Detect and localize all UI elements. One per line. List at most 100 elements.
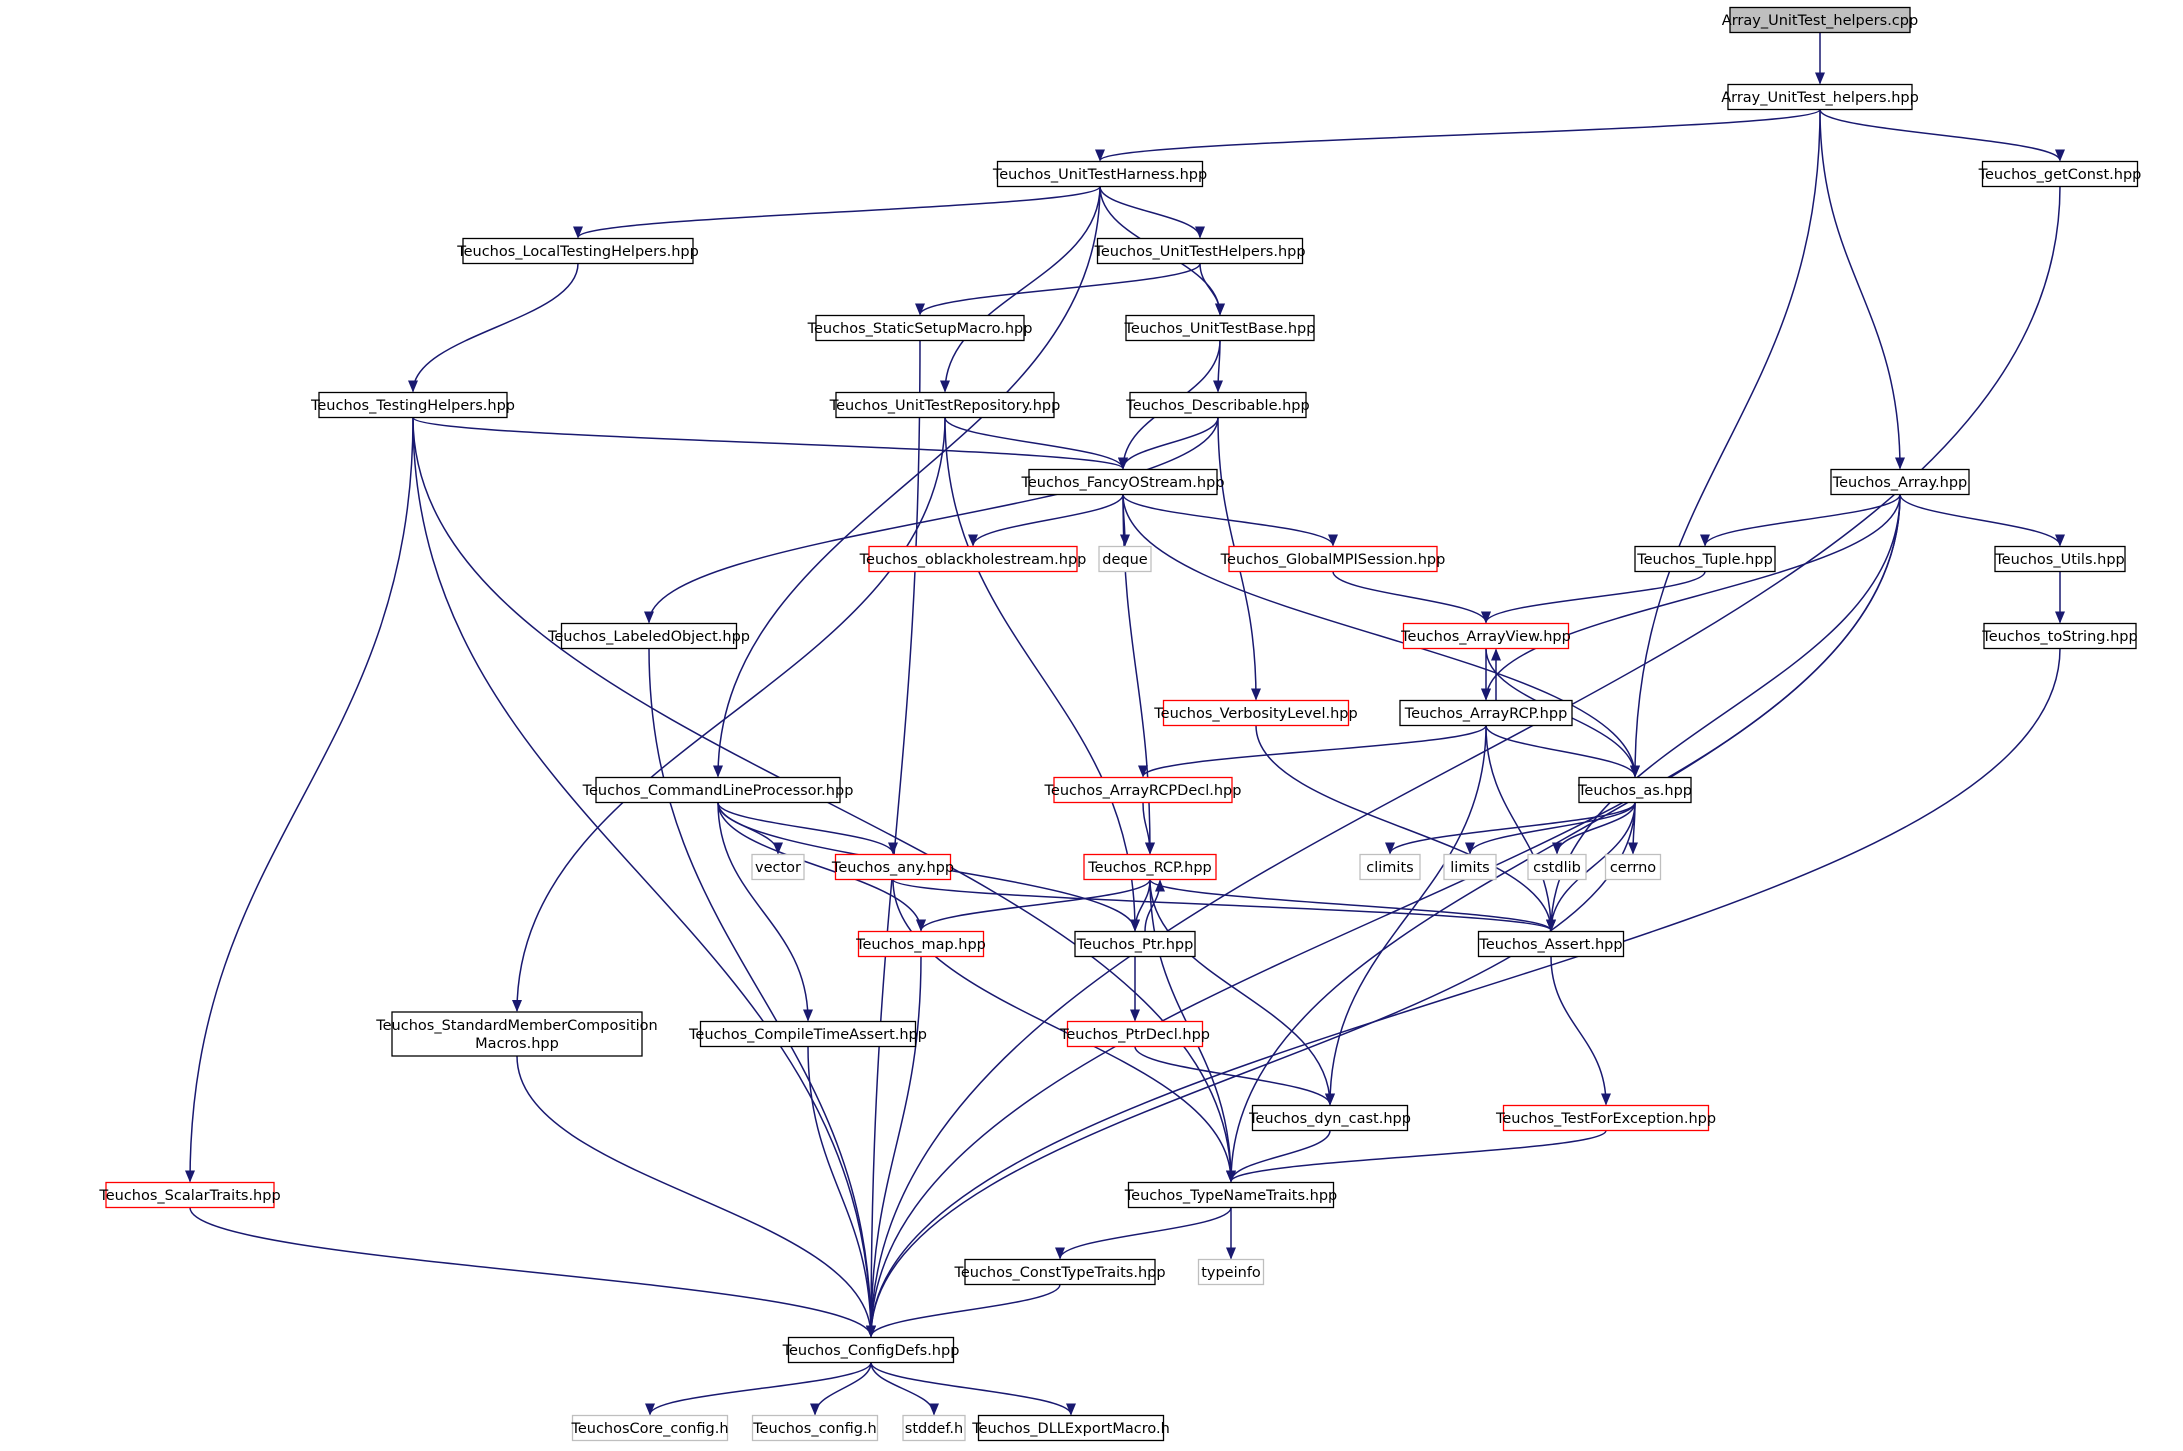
graph-node[interactable]: Teuchos_ArrayRCP.hpp [1399,699,1573,727]
edge-arrow [1700,494,1901,547]
graph-node[interactable]: Array_UnitTest_helpers.cpp [1722,6,1918,34]
edge-arrow [412,416,1128,470]
edge-arrow [916,879,1151,932]
graph-node[interactable]: Teuchos_TestingHelpers.hpp [310,391,515,419]
node-label: Teuchos_StandardMemberComposition [375,1018,658,1034]
node-box [1983,622,2137,650]
graph-node[interactable]: Teuchos_UnitTestHelpers.hpp [1093,237,1306,265]
edge-n45-n47 [810,1362,872,1416]
graph-node[interactable]: Teuchos_DLLExportMacro.h [971,1414,1170,1442]
graph-node[interactable]: Teuchos_VerbosityLevel.hpp [1153,699,1358,727]
graph-node[interactable]: Teuchos_Tuple.hpp [1634,545,1776,573]
graph-node[interactable]: Teuchos_map.hpp [855,930,986,958]
graph-node[interactable]: Teuchos_RCP.hpp [1083,853,1217,881]
graph-node[interactable]: deque [1098,545,1152,573]
node-label: Teuchos_CompileTimeAssert.hpp [688,1027,927,1043]
node-box [1162,699,1350,727]
node-box [105,1181,275,1209]
graph-node[interactable]: Teuchos_LabeledObject.hpp [547,622,750,650]
node-box [1399,699,1573,727]
edge-arrow [1332,571,1491,624]
graph-node[interactable]: Teuchos_UnitTestHarness.hpp [992,160,1207,188]
graph-node[interactable]: Array_UnitTest_helpers.hpp [1721,83,1919,111]
node-label: limits [1450,860,1489,876]
edge-n28-n39 [1149,879,1335,1106]
edge-n41-n45 [189,1207,876,1338]
graph-node[interactable]: Teuchos_getConst.hpp [1978,160,2142,188]
graph-node[interactable]: Teuchos_StaticSetupMacro.hpp [807,314,1033,342]
node-box [462,237,694,265]
graph-node[interactable]: Teuchos_Assert.hpp [1477,930,1625,958]
graph-node[interactable]: Teuchos_UnitTestRepository.hpp [829,391,1061,419]
node-box [1197,1258,1265,1286]
edge-n23-n37 [717,802,813,1022]
node-box [751,1414,879,1442]
graph-node[interactable]: Teuchos_oblackholestream.hpp [859,545,1087,573]
node-box [1129,391,1307,419]
graph-node[interactable]: cstdlib [1527,853,1587,881]
graph-node[interactable]: Teuchos_any.hpp [831,853,954,881]
graph-node[interactable]: Teuchos_PtrDecl.hpp [1059,1020,1210,1048]
graph-node[interactable]: Teuchos_config.h [751,1414,879,1442]
node-label-line2: Macros.hpp [475,1036,559,1052]
edge-n9-n11 [944,417,1128,470]
node-label: Teuchos_LabeledObject.hpp [547,629,750,645]
graph-node[interactable]: stddef.h [902,1414,966,1442]
graph-node[interactable]: Teuchos_as.hpp [1577,776,1692,804]
node-box [699,1020,917,1048]
edge-arrow [1149,878,1556,932]
edge-arrow [645,1362,872,1416]
graph-node[interactable]: Teuchos_UnitTestBase.hpp [1124,314,1316,342]
graph-node[interactable]: Teuchos_TestForException.hpp [1495,1104,1716,1132]
node-box [902,1414,966,1442]
edge-arrow [870,1362,1076,1416]
graph-node[interactable]: Teuchos_ScalarTraits.hpp [98,1181,281,1209]
graph-node[interactable]: Teuchos_dyn_cast.hpp [1248,1104,1411,1132]
graph-node[interactable]: vector [751,853,805,881]
graph-node[interactable]: Teuchos_toString.hpp [1981,622,2138,650]
graph-node[interactable]: Teuchos_ArrayRCPDecl.hpp [1044,776,1242,804]
graph-node[interactable]: Teuchos_FancyOStream.hpp [1020,468,1225,496]
node-label: Teuchos_dyn_cast.hpp [1248,1111,1411,1127]
graph-node[interactable]: typeinfo [1197,1258,1265,1286]
graph-node[interactable]: Teuchos_CommandLineProcessor.hpp [582,776,854,804]
edge-arrow [1138,725,1487,778]
graph-node[interactable]: Teuchos_Ptr.hpp [1074,930,1196,958]
node-box [1994,545,2126,573]
graph-node[interactable]: Teuchos_Utils.hpp [1994,545,2126,573]
edge-n16-n19 [1481,571,1706,624]
edge-arrow [1055,1207,1232,1260]
edge-n28-n34 [1130,879,1151,932]
graph-node[interactable]: Teuchos_Array.hpp [1830,468,1970,496]
edge-n45-n46 [645,1362,872,1416]
graph-node[interactable]: Teuchos_TypeNameTraits.hpp [1124,1181,1337,1209]
graph-node[interactable]: Teuchos_CompileTimeAssert.hpp [688,1020,927,1048]
graph-node[interactable]: Teuchos_Describable.hpp [1125,391,1310,419]
graph-node[interactable]: Teuchos_StandardMemberCompositionMacros.… [375,1011,658,1057]
edge-arrow [1099,186,1205,239]
graph-node[interactable]: limits [1443,853,1497,881]
graph-node[interactable]: Teuchos_LocalTestingHelpers.hpp [456,237,699,265]
graph-node[interactable]: Teuchos_ConfigDefs.hpp [782,1336,960,1364]
graph-node[interactable]: climits [1359,853,1421,881]
edge-n28-n33 [916,879,1151,932]
graph-node[interactable]: Teuchos_GlobalMPISession.hpp [1220,545,1446,573]
edge-n23-n33 [717,802,926,932]
node-label: Teuchos_UnitTestRepository.hpp [829,398,1061,414]
node-box [391,1011,643,1057]
graph-node[interactable]: TeuchosCore_config.h [570,1414,729,1442]
edge-n25-n29 [1385,802,1636,855]
edge-n11-n25 [1122,494,1640,778]
edge-arrow [648,648,876,1338]
node-label: Teuchos_LocalTestingHelpers.hpp [456,244,699,260]
graph-node[interactable]: Teuchos_ConstTypeTraits.hpp [953,1258,1166,1286]
node-box [1634,545,1776,573]
edge-n12-n16 [1700,494,1901,547]
edge-arrow [866,956,922,1338]
edge-arrow [1142,802,1155,855]
node-label: Teuchos_Array.hpp [1832,475,1968,491]
node-label: Teuchos_Assert.hpp [1478,937,1622,953]
node-box [751,853,805,881]
graph-node[interactable]: cerrno [1604,853,1662,881]
graph-node[interactable]: Teuchos_ArrayView.hpp [1400,622,1571,650]
